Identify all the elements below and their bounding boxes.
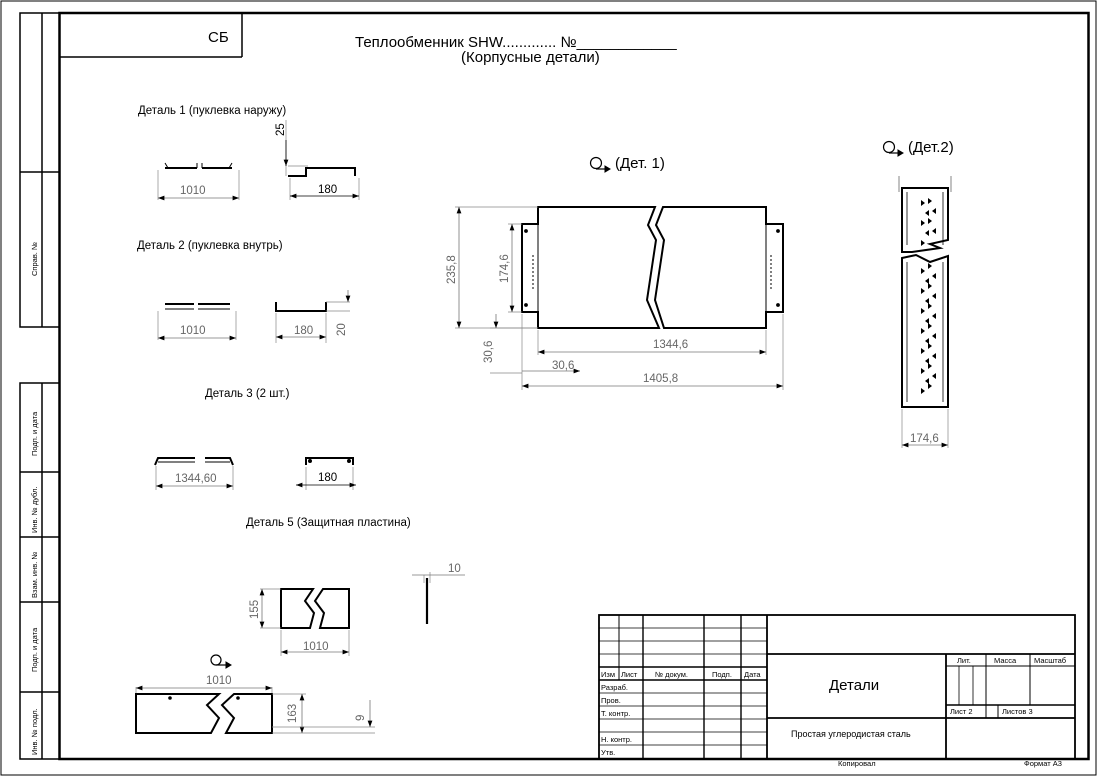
- det2-width: 174,6: [910, 433, 939, 445]
- bottom-hole: 9: [355, 715, 367, 721]
- title-block: [598, 614, 1076, 760]
- det1-h-inner: 174,6: [499, 254, 511, 283]
- part3-drawing: [154, 457, 356, 490]
- format-label: Формат А3: [1024, 759, 1062, 768]
- part-name: Детали: [829, 677, 879, 694]
- det2-view-symbol: [882, 140, 904, 157]
- part3-len: 1344,60: [175, 473, 217, 485]
- part5-h: 155: [249, 600, 261, 619]
- row-prov: Пров.: [601, 696, 621, 705]
- row-tkontr: Т. контр.: [601, 709, 630, 718]
- det1-view-symbol: [589, 156, 611, 173]
- row-utv: Утв.: [601, 748, 615, 757]
- side-label-dubl: Инв. № дубл.: [30, 487, 39, 533]
- row-nkontr: Н. контр.: [601, 735, 632, 744]
- part2-drawing: [157, 290, 351, 343]
- part1-len: 1010: [180, 185, 206, 197]
- side-label-sprav: Справ. №: [30, 242, 39, 276]
- det1-h-outer: 235,8: [446, 255, 458, 284]
- col-doc: № докум.: [655, 670, 688, 679]
- det1-drawing: [455, 206, 784, 390]
- mass-label: Масса: [994, 656, 1017, 665]
- sheet-number: Лист 2: [950, 707, 973, 716]
- part1-width: 180: [318, 184, 337, 196]
- det1-flange: 30,6: [552, 360, 574, 372]
- copied-label: Копировал: [838, 759, 876, 768]
- bottom-len: 1010: [206, 675, 232, 687]
- part2-height: 20: [336, 323, 348, 336]
- sheet-code: СБ: [208, 29, 229, 46]
- scale-label: Масштаб: [1034, 656, 1066, 665]
- bottom-h: 163: [287, 704, 299, 723]
- col-date: Дата: [744, 670, 761, 679]
- part5-t: 10: [448, 563, 461, 575]
- part1-height: 25: [275, 123, 287, 136]
- part2-width: 180: [294, 325, 313, 337]
- col-podp: Подп.: [712, 670, 732, 679]
- det1-label: (Дет. 1): [615, 155, 665, 172]
- det1-len-inner: 1344,6: [653, 339, 688, 351]
- det1-edge: 30,6: [483, 341, 495, 363]
- side-label-podp1: Подп. и дата: [30, 411, 39, 456]
- col-list: Лист: [621, 670, 638, 679]
- part5-label: Деталь 5 (Защитная пластина): [246, 517, 411, 529]
- view-symbol-bottom: [210, 654, 232, 669]
- side-strip: [19, 12, 61, 760]
- det2-dimples: [921, 198, 936, 394]
- det2-label: (Дет.2): [908, 139, 954, 156]
- side-label-podp2: Подп. и дата: [30, 627, 39, 672]
- part1-label: Деталь 1 (пуклевка наружу): [138, 105, 286, 117]
- side-strip-labels: Справ. № Подп. и дата Инв. № дубл. Взам.…: [30, 242, 39, 755]
- part5-drawing: [259, 572, 465, 656]
- col-izm: Изм: [601, 670, 615, 679]
- part2-len: 1010: [180, 325, 206, 337]
- bottom-plate-drawing: [135, 685, 375, 734]
- sheet-subtitle: (Корпусные детали): [461, 49, 600, 66]
- part3-label: Деталь 3 (2 шт.): [205, 388, 290, 400]
- part2-label: Деталь 2 (пуклевка внутрь): [137, 240, 283, 252]
- det1-len-total: 1405,8: [643, 373, 678, 385]
- material: Простая углеродистая сталь: [791, 729, 911, 739]
- title-block-text: Изм Лист № докум. Подп. Дата Разраб. Про…: [601, 656, 1066, 768]
- sheet-title: Теплообменник SHW............. №________…: [355, 34, 677, 51]
- lit-label: Лит.: [957, 656, 971, 665]
- sheets-total: Листов 3: [1002, 707, 1033, 716]
- side-label-podl: Инв. № подл.: [30, 708, 39, 755]
- part3-width: 180: [318, 472, 337, 484]
- det2-drawing: [898, 176, 952, 448]
- row-razrab: Разраб.: [601, 683, 628, 692]
- part5-w: 1010: [303, 641, 329, 653]
- side-label-vzam: Взам. инв. №: [30, 552, 39, 598]
- part1-drawing: [157, 120, 360, 201]
